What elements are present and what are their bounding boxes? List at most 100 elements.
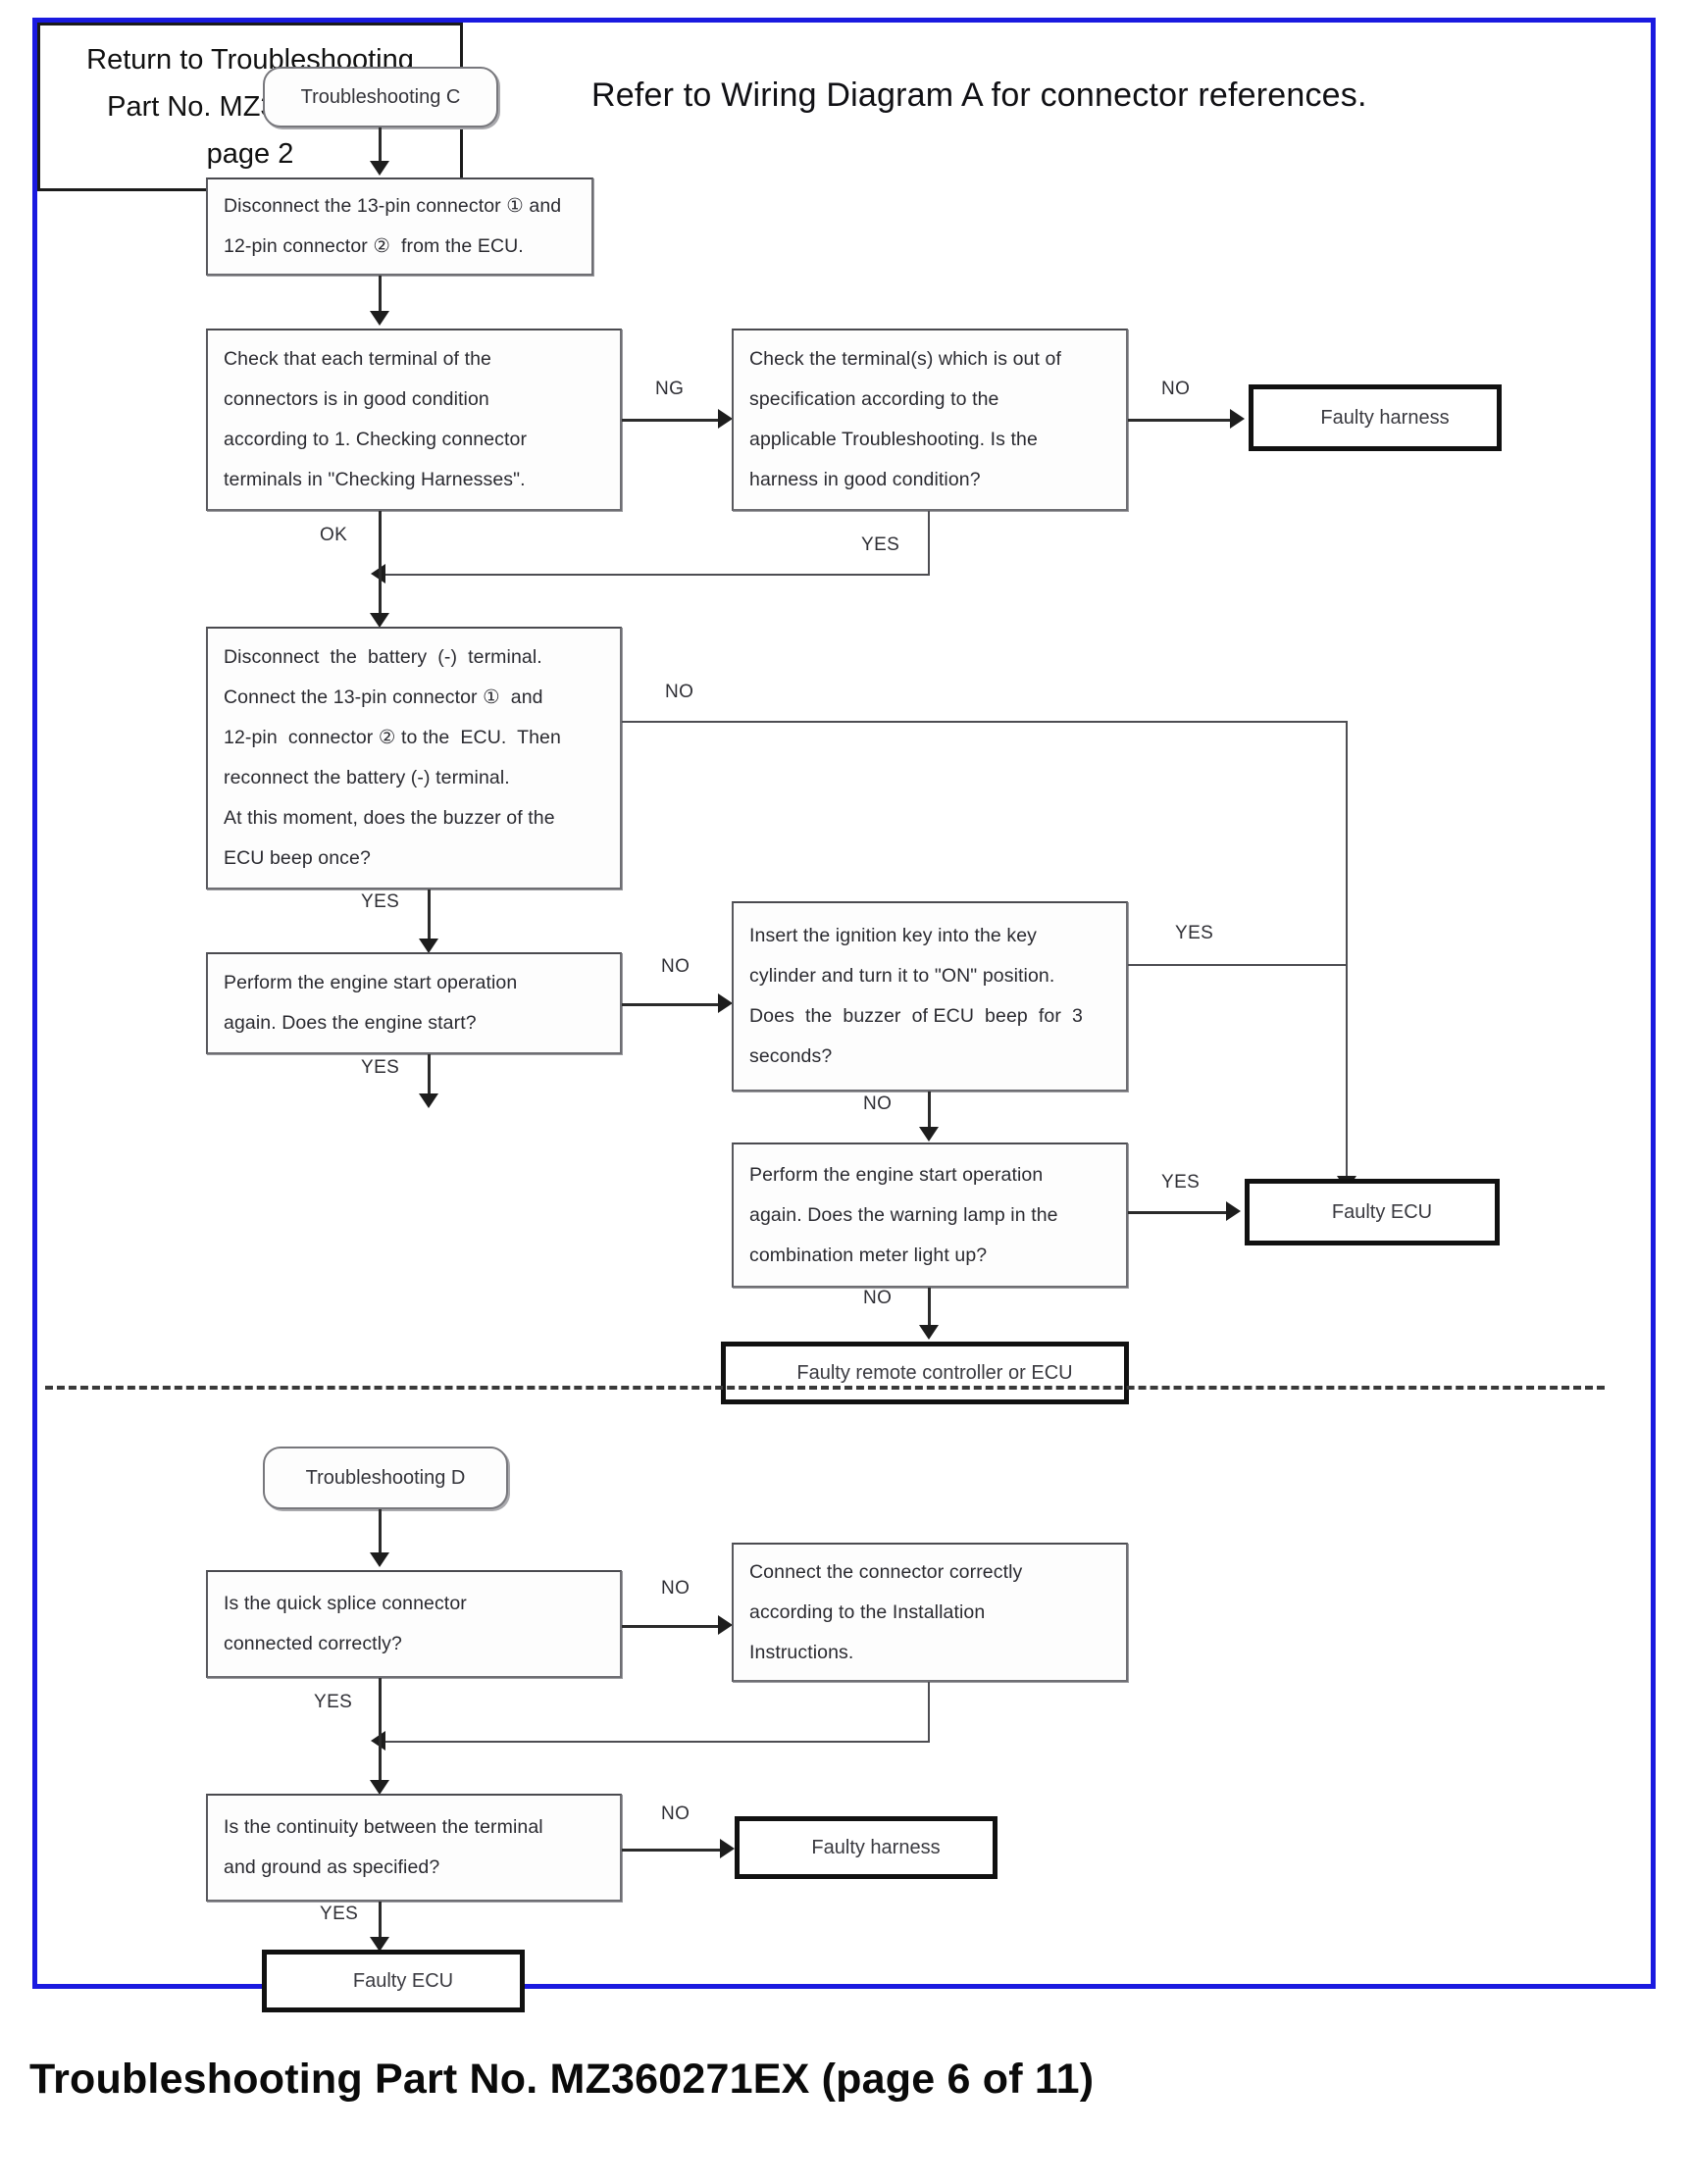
connector-n3-yes-left <box>383 574 930 576</box>
diagram-frame: Refer to Wiring Diagram A for connector … <box>32 18 1656 2009</box>
edge-label-no-n7: NO <box>863 1288 893 1308</box>
arrow-right-to-faulty-harness <box>1230 409 1245 429</box>
node-line: Check the terminal(s) which is out of <box>749 348 1061 370</box>
connector-d3-yes-down <box>379 1902 382 1943</box>
node-line: Connect the connector correctly <box>749 1560 1023 1583</box>
node-line: Is the continuity between the terminal <box>224 1816 543 1838</box>
connector-d3-to-faulty-harness <box>622 1849 724 1852</box>
node-line: harness in good condition? <box>749 469 981 490</box>
node-line: Perform the engine start operation <box>224 972 518 993</box>
edge-label-yes-n6: YES <box>1175 923 1214 943</box>
edge-label-ng: NG <box>655 379 685 399</box>
flowchart-canvas: Refer to Wiring Diagram A for connector … <box>37 23 1651 2009</box>
connector-d2-down <box>928 1682 930 1743</box>
node-line: Disconnect the battery (-) terminal. <box>224 646 542 668</box>
connector-n2-to-n3 <box>622 419 722 422</box>
node-line: specification according to the <box>749 388 999 410</box>
node-line: according to the Installation <box>749 1600 986 1623</box>
result-faulty-ecu-d[interactable]: Faulty ECU <box>265 1953 522 2009</box>
footer-caption: Troubleshooting Part No. MZ360271EX (pag… <box>29 2056 1095 2103</box>
node-quick-splice-connector[interactable]: Is the quick splice connector connected … <box>206 1570 622 1678</box>
connector-ok-spine <box>379 511 382 619</box>
connector-n6-to-n7 <box>928 1092 931 1133</box>
connector-n4-no-down <box>1346 721 1348 1182</box>
node-warning-lamp-check[interactable]: Perform the engine start operation again… <box>732 1143 1128 1288</box>
terminator-c-label: Troubleshooting C <box>300 85 461 108</box>
node-line: again. Does the engine start? <box>224 1012 477 1034</box>
node-line: Instructions. <box>749 1641 854 1663</box>
result-faulty-remote-controller-or-ecu[interactable]: Faulty remote controller or ECU <box>724 1345 1126 1401</box>
arrow-down-to-faulty-ecu-d <box>370 1937 389 1952</box>
connector-n7-to-faulty-ecu <box>1128 1211 1230 1214</box>
return-line: page 2 <box>206 138 294 170</box>
node-line: connectors is in good condition <box>224 388 489 410</box>
node-line: cylinder and turn it to "ON" position. <box>749 965 1055 987</box>
node-ignition-key-on-buzzer[interactable]: Insert the ignition key into the key cyl… <box>732 901 1128 1092</box>
edge-label-no-bypass: NO <box>665 682 694 702</box>
connector-n3-to-faulty-harness <box>1128 419 1234 422</box>
node-line: Does the buzzer of ECU beep for 3 <box>749 1005 1083 1027</box>
connector-n3-yes-down <box>928 511 930 576</box>
arrow-down-to-d3 <box>370 1780 389 1795</box>
return-line: Return to Troubleshooting <box>86 44 414 76</box>
arrow-down-to-n1 <box>370 161 389 176</box>
connector-d2-left <box>383 1741 930 1743</box>
edge-label-no-faulty-harness: NO <box>1161 379 1191 399</box>
node-line: Insert the ignition key into the key <box>749 925 1038 946</box>
connector-n5-to-return <box>428 1054 431 1099</box>
edge-label-no-n6: NO <box>863 1093 893 1114</box>
result-faulty-ecu-c[interactable]: Faulty ECU <box>1248 1182 1497 1243</box>
node-line: applicable Troubleshooting. Is the <box>749 429 1038 450</box>
edge-label-no-d3: NO <box>661 1803 691 1824</box>
node-connect-correctly-instructions[interactable]: Connect the connector correctly accordin… <box>732 1543 1128 1682</box>
node-check-terminal-condition[interactable]: Check that each terminal of the connecto… <box>206 329 622 511</box>
connector-start-to-n1 <box>379 127 382 163</box>
node-line: At this moment, does the buzzer of the <box>224 807 555 829</box>
edge-label-yes-n5: YES <box>361 1057 400 1078</box>
arrow-right-to-faulty-ecu <box>1226 1201 1241 1221</box>
node-line: and ground as specified? <box>224 1856 440 1878</box>
arrow-down-to-n2 <box>370 311 389 326</box>
node-check-out-of-spec-terminal[interactable]: Check the terminal(s) which is out of sp… <box>732 329 1128 511</box>
connector-n7-no-down <box>928 1288 931 1331</box>
terminator-troubleshooting-d[interactable]: Troubleshooting D <box>263 1447 508 1509</box>
terminator-d-label: Troubleshooting D <box>305 1466 466 1489</box>
node-line: ECU beep once? <box>224 847 371 869</box>
result-label: Faulty harness <box>811 1836 941 1858</box>
node-line: Disconnect the 13-pin connector ① and <box>224 195 562 217</box>
connector-n4-no-right <box>622 721 1348 723</box>
connector-d1-yes-spine <box>379 1678 382 1786</box>
connector-n1-to-n2 <box>379 276 382 313</box>
edge-label-ok: OK <box>320 525 348 545</box>
terminator-troubleshooting-c[interactable]: Troubleshooting C <box>263 67 498 127</box>
node-engine-start-again[interactable]: Perform the engine start operation again… <box>206 952 622 1054</box>
edge-label-yes-n7: YES <box>1161 1172 1201 1193</box>
arrow-left-to-spine <box>371 564 385 584</box>
node-line: connected correctly? <box>224 1633 402 1654</box>
node-line: 12-pin connector ② to the ECU. Then <box>224 727 561 748</box>
result-faulty-harness-d[interactable]: Faulty harness <box>738 1819 995 1876</box>
arrow-down-to-n4 <box>370 613 389 628</box>
section-divider <box>45 1386 1605 1390</box>
node-line: according to 1. Checking connector <box>224 429 528 450</box>
node-battery-reconnect-buzzer[interactable]: Disconnect the battery (-) terminal. Con… <box>206 627 622 889</box>
result-label: Faulty harness <box>1320 406 1450 429</box>
node-line: terminals in "Checking Harnesses". <box>224 469 526 490</box>
node-line: Perform the engine start operation <box>749 1163 1044 1186</box>
arrow-down-to-d1 <box>370 1552 389 1567</box>
arrow-down-to-return <box>419 1093 438 1108</box>
connector-d1-to-d2 <box>622 1625 722 1628</box>
arrow-right-to-n3 <box>718 409 733 429</box>
arrow-left-to-d-spine <box>371 1731 385 1751</box>
edge-label-yes-n4: YES <box>361 891 400 912</box>
arrow-right-to-n6 <box>718 993 733 1013</box>
node-line: Check that each terminal of the <box>224 348 491 370</box>
node-line: Is the quick splice connector <box>224 1593 467 1614</box>
node-continuity-terminal-ground[interactable]: Is the continuity between the terminal a… <box>206 1794 622 1902</box>
edge-label-no-d1: NO <box>661 1578 691 1599</box>
edge-label-yes-d3: YES <box>320 1904 359 1924</box>
node-disconnect-connectors[interactable]: Disconnect the 13-pin connector ① and 12… <box>206 178 593 276</box>
node-line: seconds? <box>749 1045 833 1067</box>
node-line: 12-pin connector ② from the ECU. <box>224 235 524 257</box>
result-faulty-harness-c[interactable]: Faulty harness <box>1252 387 1499 448</box>
